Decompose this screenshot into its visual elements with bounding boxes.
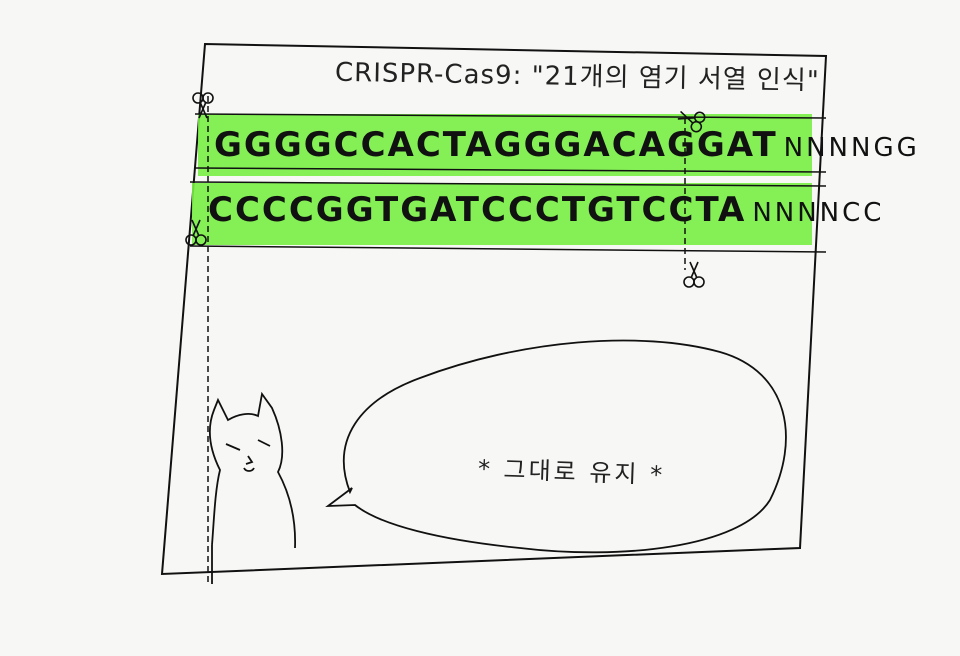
strand-line [194, 167, 827, 173]
scissors-icon [677, 110, 706, 133]
bottom-sequence: CCCCGGTGATCCCTGTCCTA [208, 190, 747, 230]
bottom-highlight-band [192, 183, 812, 245]
speech-bubble [325, 339, 787, 554]
scissors-icon [192, 92, 214, 119]
strand-line [189, 245, 827, 253]
top-highlight-band [198, 114, 812, 176]
top-pam: NNNNGG [783, 133, 920, 163]
strand-line [194, 113, 827, 119]
cat-icon [208, 391, 296, 584]
frame-border [160, 42, 828, 576]
scissors-icon [683, 261, 705, 288]
scissors-icon [185, 219, 207, 246]
bottom-pam: NNNNCC [752, 198, 885, 228]
speech-bubble-text: * 그대로 유지 * [477, 454, 666, 490]
top-sequence: GGGGCCACTAGGGACAGGAT [214, 125, 778, 165]
strand-line [189, 181, 827, 187]
